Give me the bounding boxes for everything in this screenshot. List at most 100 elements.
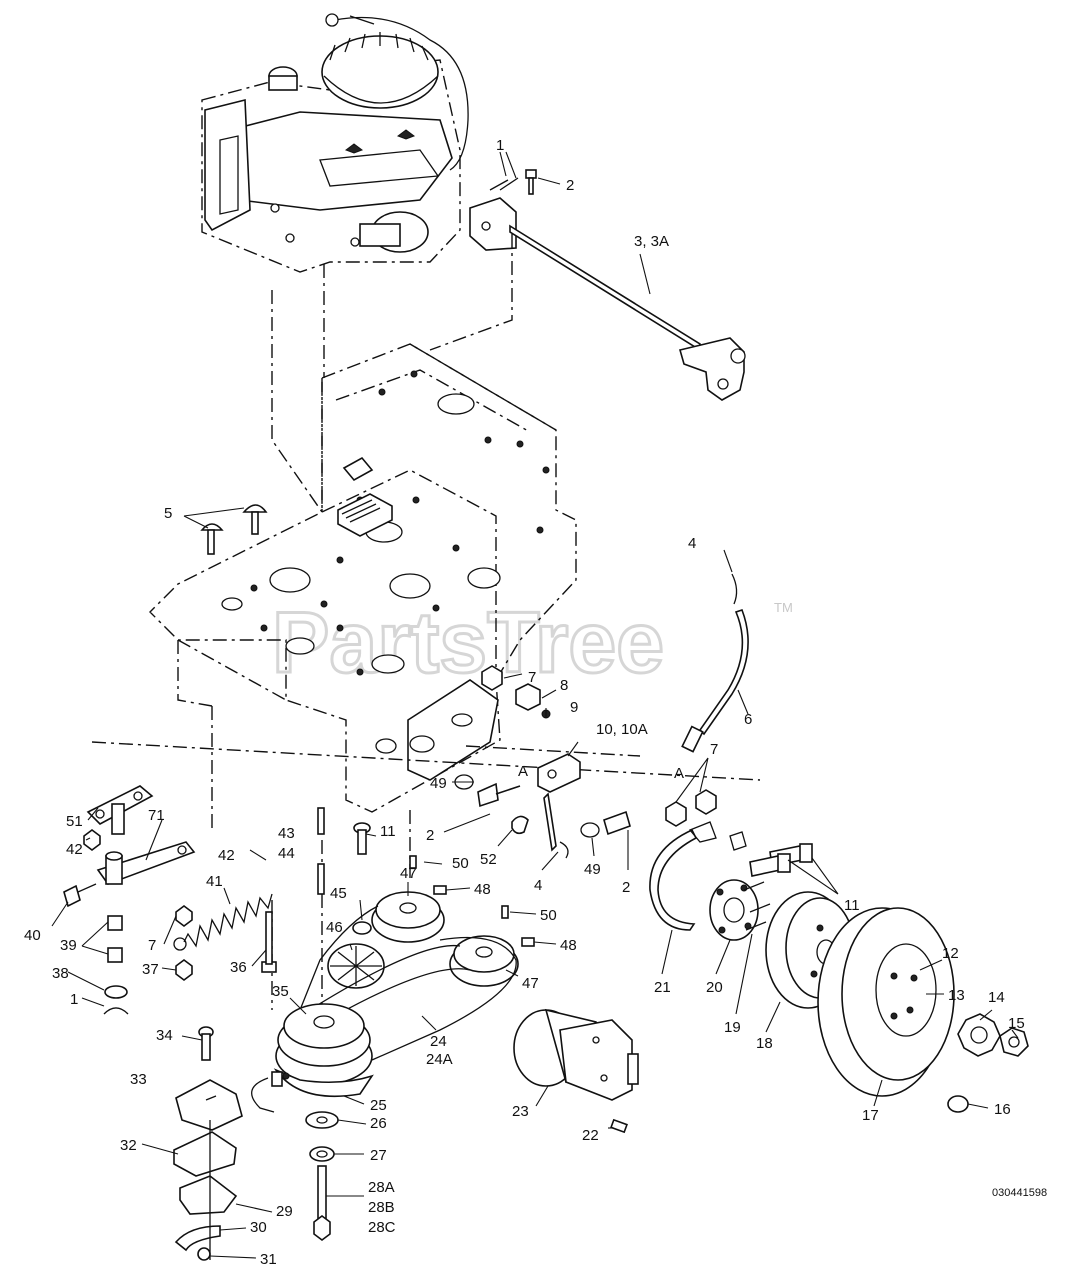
callout-9: 9 (570, 699, 578, 716)
callout-26: 26 (370, 1115, 387, 1132)
electric-clutch-25 (251, 1068, 374, 1113)
callout-12: 12 (942, 945, 959, 962)
callout-50-lower: 50 (540, 907, 557, 924)
callout-41: 41 (206, 873, 223, 890)
callout-52: 52 (480, 851, 497, 868)
callout-31: 31 (260, 1251, 277, 1268)
cap-16 (947, 1095, 969, 1113)
callout-27: 27 (370, 1147, 387, 1164)
hub-20 (709, 879, 771, 941)
callout-38: 38 (52, 965, 69, 982)
callout-40: 40 (24, 927, 41, 944)
callout-a-left: A (518, 763, 528, 780)
bolts-11-right (749, 843, 813, 877)
callout-29: 29 (276, 1203, 293, 1220)
callout-7-left: 7 (148, 937, 156, 954)
callout-71: 71 (148, 807, 165, 824)
callout-5: 5 (164, 505, 172, 522)
clutch-pulley-35 (275, 1003, 373, 1085)
callout-7-right: 7 (710, 741, 718, 758)
callout-28a: 28A (368, 1179, 395, 1196)
callout-45: 45 (330, 885, 347, 902)
callout-36: 36 (230, 959, 247, 976)
callout-1-top: 1 (496, 137, 504, 154)
callout-32: 32 (120, 1137, 137, 1154)
bolt-2-top (525, 169, 537, 195)
callout-22: 22 (582, 1127, 599, 1144)
lock-washer-14 (957, 1013, 1001, 1057)
callout-42-left: 42 (66, 841, 83, 858)
callout-21: 21 (654, 979, 671, 996)
callout-19: 19 (724, 1019, 741, 1036)
callout-a-right: A (674, 765, 684, 782)
callout-48-upper: 48 (474, 881, 491, 898)
spring-41 (173, 893, 273, 951)
callout-4-top: 4 (688, 535, 696, 552)
control-cable-6 (681, 573, 749, 753)
callout-42-center: 42 (218, 847, 235, 864)
callout-3-3a: 3, 3A (634, 233, 669, 250)
callout-25: 25 (370, 1097, 387, 1114)
drawing-code: 030441598 (992, 1187, 1047, 1199)
leader-lines (51, 151, 1019, 1259)
callout-18: 18 (756, 1035, 773, 1052)
callout-7-mid: 7 (528, 669, 536, 686)
bolt-11-center (353, 822, 371, 855)
callout-8: 8 (560, 677, 568, 694)
callout-50-upper: 50 (452, 855, 469, 872)
callout-37: 37 (142, 961, 159, 978)
callout-16: 16 (994, 1101, 1011, 1118)
callout-47-lower: 47 (522, 975, 539, 992)
callout-11-right: 11 (844, 897, 860, 914)
pulley-47-upper (371, 891, 445, 943)
bolt-36 (261, 911, 277, 973)
callout-39: 39 (60, 937, 77, 954)
key-22 (610, 1118, 628, 1134)
callout-24: 24 (430, 1033, 447, 1050)
mount-parts-left (173, 1026, 243, 1261)
hydro-motor-23 (513, 1008, 639, 1101)
carriage-bolts-5 (200, 504, 268, 555)
callout-43: 43 (278, 825, 295, 842)
callout-14: 14 (988, 989, 1005, 1006)
callout-49-left: 49 (430, 775, 447, 792)
callout-33: 33 (130, 1071, 147, 1088)
callout-23: 23 (512, 1103, 529, 1120)
callout-2-mid: 2 (426, 827, 434, 844)
callout-2-top: 2 (566, 177, 574, 194)
callout-48-lower: 48 (560, 937, 577, 954)
pins-43-44 (317, 807, 325, 895)
callout-2-right: 2 (622, 879, 630, 896)
lug-nut-15 (999, 1027, 1029, 1057)
throttle-linkage-rod (469, 177, 746, 401)
callout-15: 15 (1008, 1015, 1025, 1032)
callout-30: 30 (250, 1219, 267, 1236)
mid-hardware (454, 665, 631, 859)
bolt-stack-26-28 (305, 1111, 339, 1241)
callout-47-upper: 47 (400, 865, 417, 882)
callout-6: 6 (744, 711, 752, 728)
watermark-tm: TM (774, 600, 793, 615)
callout-44: 44 (278, 845, 295, 862)
callout-20: 20 (706, 979, 723, 996)
fan-46 (327, 943, 385, 989)
callout-1-left: 1 (70, 991, 78, 1008)
pulley-47-right (449, 935, 519, 987)
callout-labels: 1 2 3, 3A 5 4 6 7 8 9 10, 10A A A 7 49 2… (24, 137, 1025, 1268)
left-linkage (63, 785, 196, 1015)
callout-4-mid: 4 (534, 877, 542, 894)
brake-band-21 (649, 789, 747, 931)
callout-11-center: 11 (380, 823, 396, 840)
wheel-17 (817, 907, 955, 1097)
callout-34: 34 (156, 1027, 173, 1044)
callout-46: 46 (326, 919, 343, 936)
callout-35: 35 (272, 983, 289, 1000)
callout-51: 51 (66, 813, 83, 830)
callout-49-right: 49 (584, 861, 601, 878)
engine-assembly (201, 13, 469, 273)
callout-13: 13 (948, 987, 965, 1004)
callout-17: 17 (862, 1107, 879, 1124)
callout-28b: 28B (368, 1199, 395, 1216)
watermark-text: PartsTree (272, 595, 664, 691)
